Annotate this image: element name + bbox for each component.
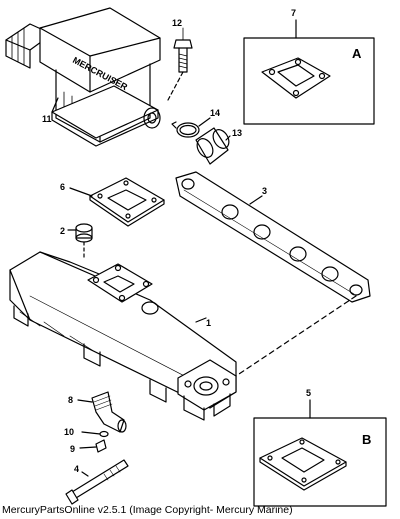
- washer-part-10: [99, 430, 109, 438]
- stud-part-4: [65, 459, 129, 505]
- image-credit: MercuryPartsOnline v2.5.1 (Image Copyrig…: [2, 504, 293, 516]
- fitting-part-9: [95, 439, 107, 453]
- callout-2: 2: [60, 226, 65, 236]
- gasket-part-6: [89, 177, 165, 227]
- leader-4: [81, 471, 89, 477]
- gasket-part-3: [175, 171, 371, 303]
- leader-12-dashed: [167, 71, 184, 101]
- callout-5: 5: [306, 388, 311, 398]
- callout-4: 4: [74, 464, 79, 474]
- callout-6: 6: [60, 182, 65, 192]
- manifold-part-1: [9, 251, 237, 421]
- leader-8: [77, 399, 93, 403]
- callout-11: 11: [42, 114, 52, 124]
- fitting-part-8: [91, 391, 127, 433]
- callout-1: 1: [206, 318, 211, 328]
- box-b-label: B: [362, 432, 371, 447]
- callout-7: 7: [291, 8, 296, 18]
- leader-3-dashed: [229, 295, 357, 381]
- clamp-part-14: [171, 121, 200, 138]
- callout-8: 8: [68, 395, 73, 405]
- callout-9: 9: [70, 444, 75, 454]
- hose-part-13: [195, 127, 230, 165]
- leader-14: [198, 117, 211, 127]
- detail-box-b: [253, 417, 387, 507]
- leader-9: [79, 446, 97, 449]
- elbow-part-11: MERCRUISER: [5, 7, 161, 147]
- plug-part-2: [75, 223, 93, 243]
- leader-13: [225, 135, 231, 141]
- box-a-label: A: [352, 46, 362, 61]
- callout-3: 3: [262, 186, 267, 196]
- leader-3: [249, 195, 263, 205]
- detail-box-a: [243, 37, 375, 125]
- leader-6: [69, 187, 93, 197]
- callout-12: 12: [172, 18, 182, 28]
- leader-1: [195, 317, 207, 323]
- callout-13: 13: [232, 128, 242, 138]
- leader-10: [81, 431, 101, 435]
- callout-14: 14: [210, 108, 220, 118]
- leader-11: [51, 97, 59, 113]
- bolt-part-12: [173, 27, 193, 73]
- callout-10: 10: [64, 427, 74, 437]
